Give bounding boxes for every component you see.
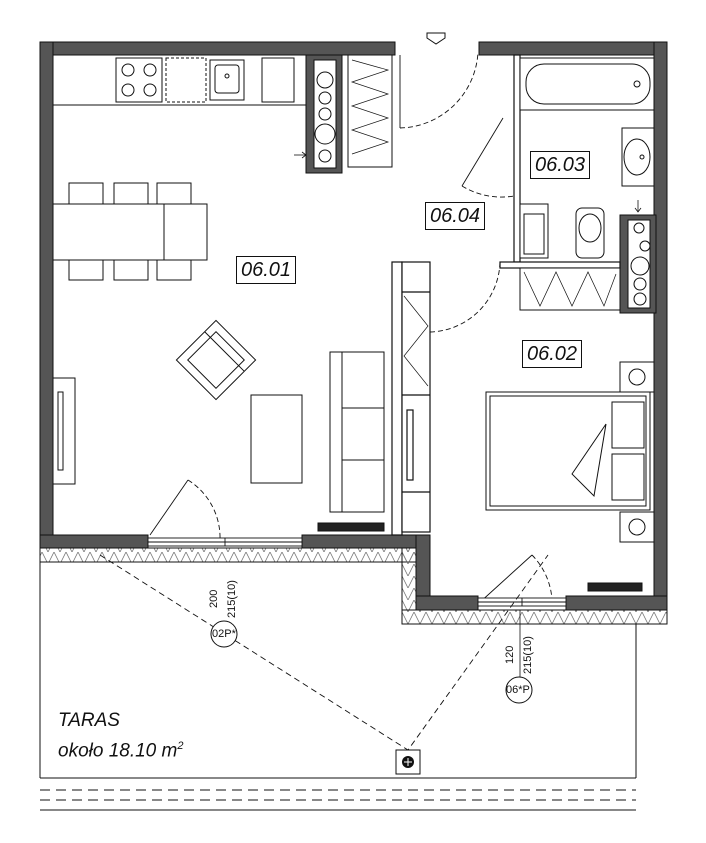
doors: [149, 51, 553, 605]
wall-north-right: [478, 41, 668, 56]
radiators: [317, 522, 643, 592]
terrace-area-unit-sup: 2: [177, 740, 184, 752]
wall-south-left: [39, 534, 149, 549]
wall-south-mid: [301, 534, 431, 549]
terrace-area: około 18.10 m2: [58, 734, 183, 763]
opening-1-height: 200: [208, 589, 220, 608]
partitions: [391, 54, 621, 536]
opening-1-width: 215(10): [226, 580, 238, 618]
opening-2-tag: 06*P: [506, 684, 530, 696]
wall-north-left: [39, 41, 396, 56]
wall-south-right-b: [565, 595, 668, 611]
opening-2-height: 120: [504, 645, 516, 664]
opening-1-tag: 02P*: [212, 628, 236, 640]
wall-west: [39, 41, 54, 549]
terrace-name: TARAS: [58, 710, 120, 731]
shaft-fixtures: [313, 59, 651, 309]
bathroom: [519, 57, 655, 259]
tv-unit: [52, 377, 76, 485]
room-label-06-02: 06.02: [522, 340, 583, 368]
terrace: [39, 547, 668, 811]
terrace-area-value: około 18.10 m: [58, 740, 178, 762]
windows: [147, 537, 567, 607]
room-label-06-01: 06.01: [236, 256, 297, 284]
room-label-06-03: 06.03: [530, 151, 591, 179]
entrance-arrow-icon: [426, 32, 446, 45]
opening-2-width: 215(10): [522, 636, 534, 674]
room-label-06-04: 06.04: [425, 202, 486, 230]
sofa: [329, 351, 385, 513]
kitchen: [52, 54, 393, 168]
door-tag-circle-2: [505, 676, 533, 704]
bedroom-furniture: [485, 267, 655, 543]
door-tag-circle-1: [210, 620, 238, 648]
dining-set: [52, 182, 208, 281]
wall-east: [653, 41, 668, 611]
wall-south-right-a: [415, 595, 479, 611]
coffee-table: [250, 394, 303, 484]
armchair: [175, 319, 257, 401]
